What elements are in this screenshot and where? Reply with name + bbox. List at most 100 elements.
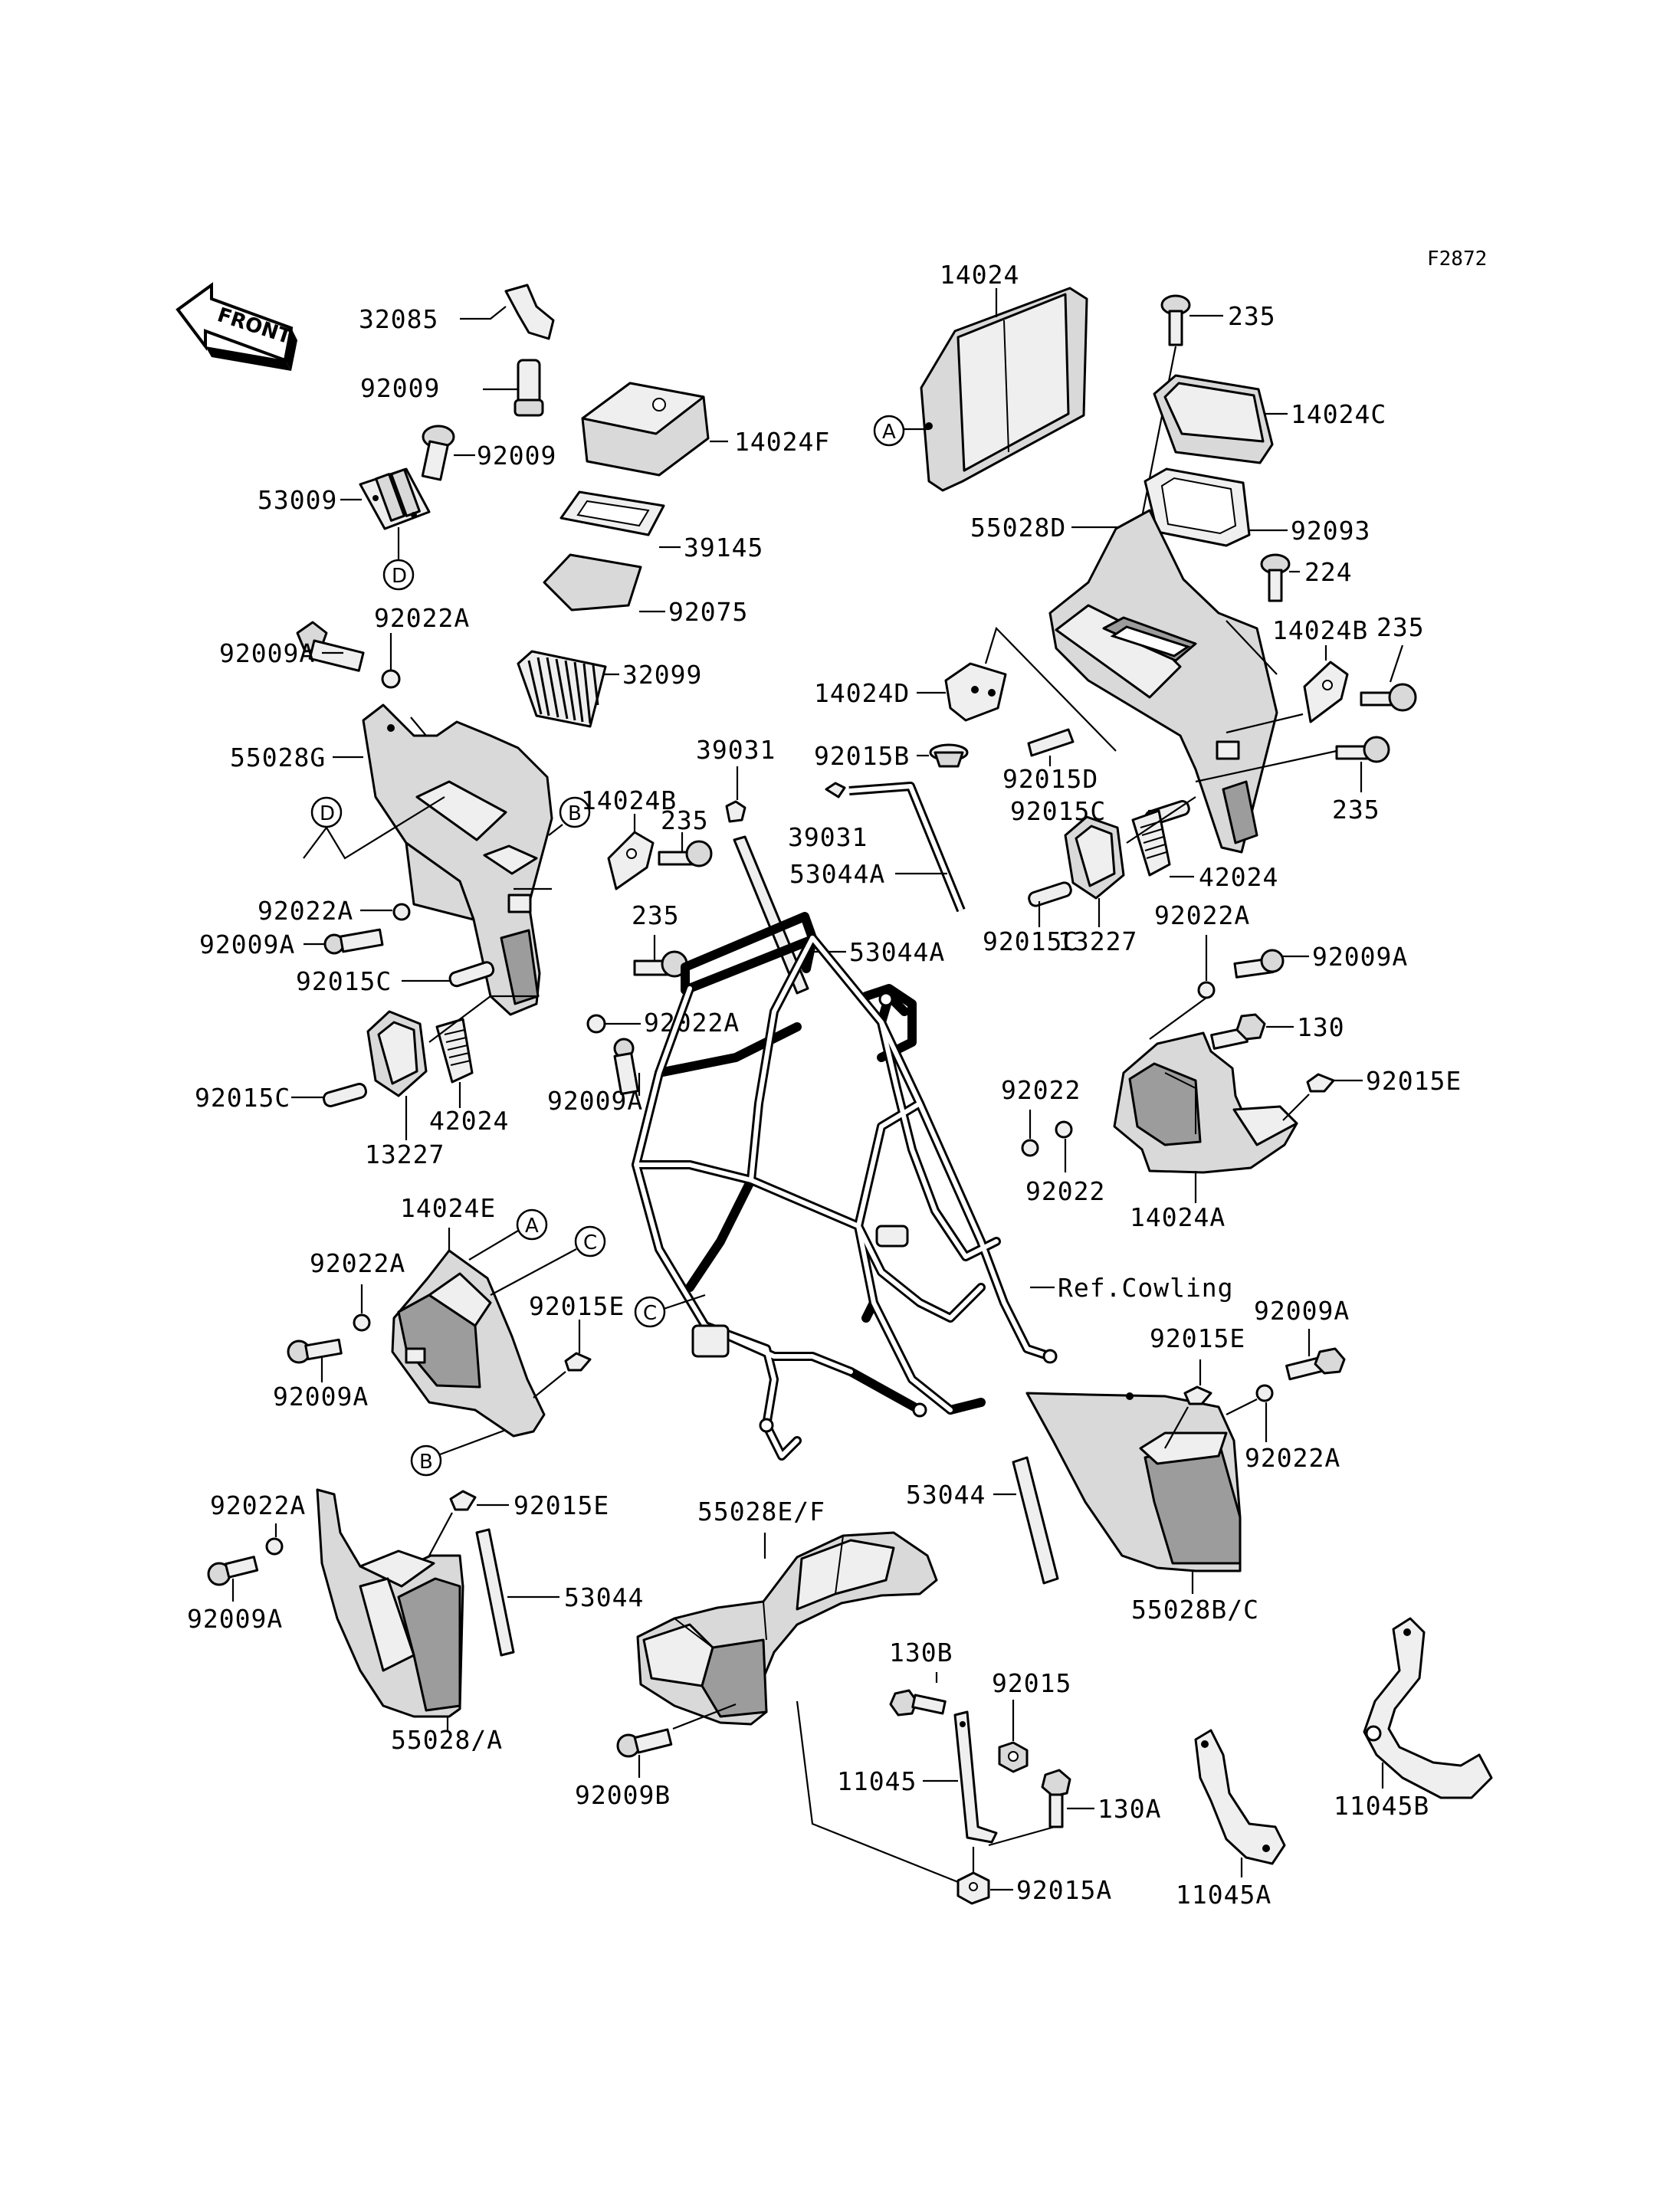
part-92022-washer-1	[1021, 1139, 1039, 1157]
part-53009-hinge	[359, 467, 431, 530]
part-130-bolt	[1210, 1013, 1266, 1050]
part-235-bolt-left-1	[658, 840, 713, 867]
part-92022A-washer-7	[265, 1537, 284, 1556]
part-92015E-clip-4	[449, 1490, 477, 1511]
label-235-right-1: 235	[1376, 612, 1425, 642]
label-224: 224	[1304, 557, 1353, 587]
part-14024C-lid	[1153, 374, 1274, 464]
callout-A-1-letter: A	[882, 421, 896, 444]
part-14024B-right-clip	[1303, 661, 1349, 723]
label-14024E: 14024E	[400, 1193, 496, 1223]
part-92009A-bolt-5	[287, 1338, 343, 1364]
label-92009A-2: 92009A	[199, 930, 295, 959]
callout-B-1	[559, 796, 591, 828]
callout-C-2-letter: C	[643, 1302, 657, 1325]
label-92015E-2: 92015E	[529, 1291, 625, 1321]
callout-C-2	[634, 1296, 666, 1328]
label-92009-top: 92009	[360, 373, 440, 403]
part-130B-bolt	[889, 1689, 947, 1717]
part-39031-bottom	[825, 782, 846, 798]
label-92022A-2: 92022A	[258, 896, 353, 926]
label-39145: 39145	[684, 533, 763, 562]
part-92015C-clip-left-2	[322, 1083, 368, 1107]
callout-B-1-letter: B	[568, 802, 582, 825]
part-235-bolt-right-1	[1360, 683, 1417, 712]
label-92015: 92015	[992, 1668, 1071, 1698]
part-130A-bolt	[1041, 1769, 1071, 1828]
callout-A-1	[873, 415, 905, 447]
part-92015D-clip	[1027, 728, 1075, 757]
label-92009A-3: 92009A	[547, 1086, 643, 1116]
label-92009B: 92009B	[575, 1780, 671, 1810]
callout-C-1-letter: C	[583, 1231, 597, 1254]
label-130A: 130A	[1098, 1794, 1161, 1824]
part-235-bolt-right-2	[1335, 736, 1390, 763]
callout-D-1	[382, 559, 415, 591]
part-55028EF-under-cover	[636, 1531, 938, 1726]
part-14024D-plate	[944, 662, 1007, 722]
label-130: 130	[1297, 1012, 1345, 1042]
label-32085: 32085	[359, 304, 438, 334]
part-92022-washer-2	[1055, 1120, 1073, 1139]
label-42024-left: 42024	[429, 1106, 509, 1136]
part-39145-seal	[559, 490, 665, 536]
part-92015E-clip-3	[1183, 1385, 1212, 1405]
callout-B-2	[410, 1444, 442, 1477]
part-55028BC-panel	[1025, 1392, 1242, 1572]
part-92015B-grommet	[929, 743, 969, 768]
part-92009A-bolt-3	[613, 1038, 639, 1096]
part-53044-strip-left	[475, 1528, 515, 1657]
part-235-bolt-top	[1160, 294, 1191, 346]
part-92009A-bolt-6	[1285, 1347, 1346, 1381]
label-14024F: 14024F	[734, 427, 830, 457]
part-55028A-panel	[316, 1488, 464, 1718]
label-39031-bottom: 39031	[788, 822, 868, 852]
part-92022A-washer-4	[1197, 981, 1216, 999]
part-14024F-cover	[581, 382, 710, 477]
callout-A-2	[516, 1208, 548, 1241]
part-92009B-bolt	[616, 1728, 673, 1758]
label-11045A: 11045A	[1176, 1880, 1271, 1910]
label-53044A-2: 53044A	[789, 859, 885, 889]
label-92015C-2: 92015C	[195, 1083, 290, 1113]
label-92015C-1: 92015C	[296, 966, 392, 996]
label-235-top: 235	[1228, 301, 1276, 331]
label-92022A-4: 92022A	[1154, 900, 1250, 930]
label-14024C: 14024C	[1291, 399, 1386, 429]
part-92015E-clip-2	[564, 1352, 592, 1372]
label-14024A: 14024A	[1130, 1202, 1226, 1232]
label-55028BC: 55028B/C	[1131, 1595, 1259, 1625]
part-92009A-bolt-4	[1233, 949, 1285, 979]
label-14024B-left: 14024B	[581, 785, 677, 815]
part-92009-pin	[514, 359, 544, 417]
label-13227-right: 13227	[1058, 926, 1137, 956]
part-11045-bracket	[953, 1710, 998, 1844]
part-14024A-duct	[1113, 1031, 1298, 1174]
label-92022A-7: 92022A	[210, 1490, 306, 1520]
label-92015A: 92015A	[1016, 1875, 1112, 1905]
part-92022A-washer-1	[381, 669, 401, 689]
part-92009A-bolt-1	[296, 621, 365, 672]
label-53044A-1: 53044A	[849, 937, 945, 967]
part-11045B-bracket	[1363, 1617, 1493, 1799]
label-92075: 92075	[668, 597, 748, 627]
part-32099-grill	[517, 650, 607, 728]
label-32099: 32099	[622, 660, 702, 690]
label-55028D: 55028D	[970, 513, 1066, 543]
callout-A-2-letter: A	[525, 1215, 539, 1238]
label-92009A-5: 92009A	[273, 1382, 369, 1412]
label-53044-right: 53044	[906, 1480, 986, 1510]
part-13227-switch-left	[366, 1010, 428, 1097]
label-235-left-1: 235	[661, 805, 709, 835]
callout-B-2-letter: B	[419, 1451, 433, 1474]
label-92009A-7: 92009A	[187, 1604, 283, 1634]
label-53009: 53009	[258, 485, 337, 515]
part-92075-pad	[543, 553, 642, 612]
label-92009A-6: 92009A	[1254, 1296, 1350, 1326]
label-92022-2: 92022	[1025, 1176, 1105, 1206]
label-92009A-4: 92009A	[1312, 942, 1408, 972]
callout-C-1	[574, 1225, 606, 1258]
label-42024-right: 42024	[1199, 862, 1278, 892]
label-92022A-6: 92022A	[1245, 1443, 1340, 1473]
